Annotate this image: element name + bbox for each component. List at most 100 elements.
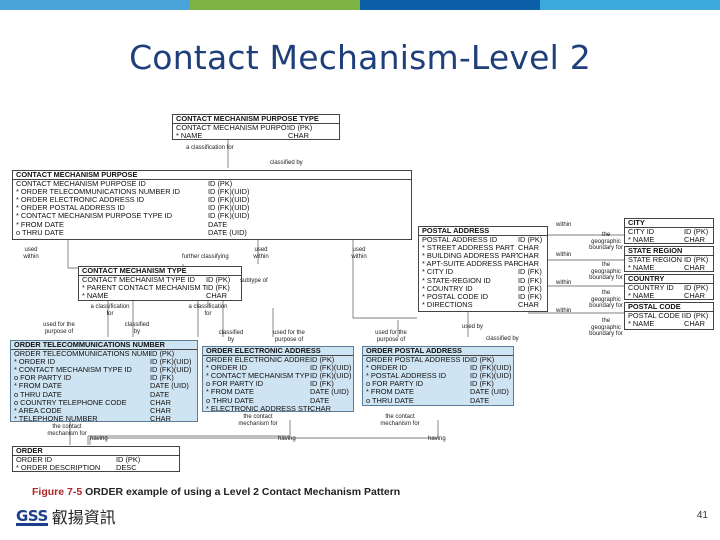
attribute-name: * STREET ADDRESS PART bbox=[422, 244, 515, 253]
attribute-name: * FROM DATE bbox=[16, 220, 64, 229]
relationship-label: within bbox=[556, 222, 572, 228]
attribute-type: ID (FK) bbox=[206, 283, 230, 293]
attribute-name: * ORDER POSTAL ADDRESS ID bbox=[16, 204, 125, 213]
attribute-name: * AREA CODE bbox=[14, 406, 62, 415]
attribute-name: ORDER ID bbox=[16, 456, 53, 465]
relationship-label: classified by bbox=[486, 336, 519, 342]
attribute-name: * ORDER ID bbox=[366, 364, 408, 373]
attribute-row: * ELECTRONIC ADDRESS STRINGCHAR bbox=[203, 404, 353, 413]
attribute-type: CHAR bbox=[684, 235, 705, 245]
attribute-type: ID (PK) bbox=[208, 179, 233, 189]
attribute-type: CHAR bbox=[288, 131, 309, 141]
attribute-name: * STATE-REGION ID bbox=[422, 276, 491, 285]
relationship-label: used within bbox=[23, 247, 39, 260]
attribute-row: * FROM DATE DATE bbox=[13, 219, 411, 229]
attribute-type: DATE bbox=[310, 395, 330, 405]
relationship-label: the contact mechanism for bbox=[380, 414, 420, 427]
entity-order-electronic-address: ORDER ELECTRONIC ADDRESS ORDER ELECTRONI… bbox=[202, 346, 354, 412]
attribute-name: * NAME bbox=[176, 132, 203, 141]
relationship-label: a classification for bbox=[90, 304, 130, 317]
attribute-type: ID (FK) bbox=[518, 275, 542, 285]
attribute-row: * STATE-REGION ID ID (FK) bbox=[419, 275, 547, 285]
bar-segment bbox=[360, 0, 540, 10]
attribute-type: ID (PK) bbox=[684, 227, 709, 237]
relationship-label: the geographic boundary for bbox=[589, 232, 623, 251]
attribute-name: * DIRECTIONS bbox=[422, 300, 473, 309]
relationship-label: further classifying bbox=[182, 254, 229, 260]
attribute-row: * FROM DATE DATE (UID) bbox=[11, 382, 197, 390]
attribute-name: * CONTACT MECHANISM TYPE ID bbox=[206, 372, 310, 381]
attribute-type: ID (FK) bbox=[470, 379, 494, 389]
attribute-name: * NAME bbox=[628, 264, 655, 273]
attribute-row: * DIRECTIONS CHAR bbox=[419, 299, 547, 309]
attribute-type: CHAR bbox=[150, 397, 171, 407]
attribute-type: CHAR bbox=[684, 263, 705, 273]
attribute-name: * FROM DATE bbox=[14, 382, 62, 391]
attribute-name: * FROM DATE bbox=[366, 388, 414, 397]
attribute-type: ID (PK) bbox=[470, 355, 495, 365]
entity-name: CONTACT MECHANISM PURPOSE TYPE bbox=[173, 115, 339, 125]
attribute-name: * ORDER ELECTRONIC ADDRESS ID bbox=[16, 196, 145, 205]
attribute-type: ID (FK) bbox=[518, 291, 542, 301]
entity-name: ORDER ELECTRONIC ADDRESS bbox=[203, 347, 353, 357]
attribute-type: ID (FK)(UID) bbox=[208, 203, 250, 213]
attribute-name: o FOR PARTY ID bbox=[14, 374, 72, 383]
attribute-name: COUNTRY ID bbox=[628, 284, 674, 293]
figure-caption-prefix: Figure 7-5 bbox=[32, 486, 83, 498]
attribute-row: o FOR PARTY ID ID (FK) bbox=[11, 374, 197, 382]
attribute-type: ID (PK) bbox=[116, 455, 141, 465]
attribute-row: * NAME CHAR bbox=[173, 132, 339, 140]
entity-name: ORDER POSTAL ADDRESS bbox=[363, 347, 513, 357]
relationship-label: used by bbox=[462, 324, 484, 330]
relationship-label: within bbox=[556, 280, 572, 286]
attribute-type: ID (PK) bbox=[684, 283, 709, 293]
attribute-name: * CONTACT MECHANISM PURPOSE TYPE ID bbox=[16, 212, 173, 221]
attribute-type: CHAR bbox=[518, 299, 539, 309]
entity-contact-mechanism-type: CONTACT MECHANISM TYPE CONTACT MECHANISM… bbox=[78, 266, 242, 301]
attribute-name: o FOR PARTY ID bbox=[206, 380, 264, 389]
attribute-type: ID (FK)(UID) bbox=[310, 363, 352, 373]
attribute-type: ID (FK)(UID) bbox=[150, 365, 192, 375]
entity-order-telecommunications-number: ORDER TELECOMMUNICATIONS NUMBER ORDER TE… bbox=[10, 340, 198, 422]
attribute-name: * NAME bbox=[628, 236, 655, 245]
attribute-name: * COUNTRY ID bbox=[422, 284, 473, 293]
attribute-row: * NAME CHAR bbox=[625, 264, 713, 272]
attribute-type: DATE bbox=[470, 395, 490, 405]
attribute-type: DATE (UID) bbox=[208, 227, 247, 237]
attribute-type: ID (FK) bbox=[150, 373, 174, 383]
attribute-type: ID (FK)(UID) bbox=[150, 357, 192, 367]
entity-contact-mechanism-purpose-type: CONTACT MECHANISM PURPOSE TYPE CONTACT M… bbox=[172, 114, 340, 140]
attribute-type: DATE bbox=[208, 219, 228, 229]
attribute-name: o THRU DATE bbox=[16, 228, 64, 237]
relationship-label: classified by bbox=[124, 322, 150, 335]
attribute-type: DATE (UID) bbox=[150, 381, 189, 391]
attribute-name: ORDER POSTAL ADDRESS ID bbox=[366, 356, 470, 365]
relationship-label: within bbox=[556, 308, 572, 314]
attribute-type: CHAR bbox=[518, 259, 539, 269]
relationship-label: used within bbox=[351, 247, 367, 260]
attribute-name: * CITY ID bbox=[422, 268, 454, 277]
